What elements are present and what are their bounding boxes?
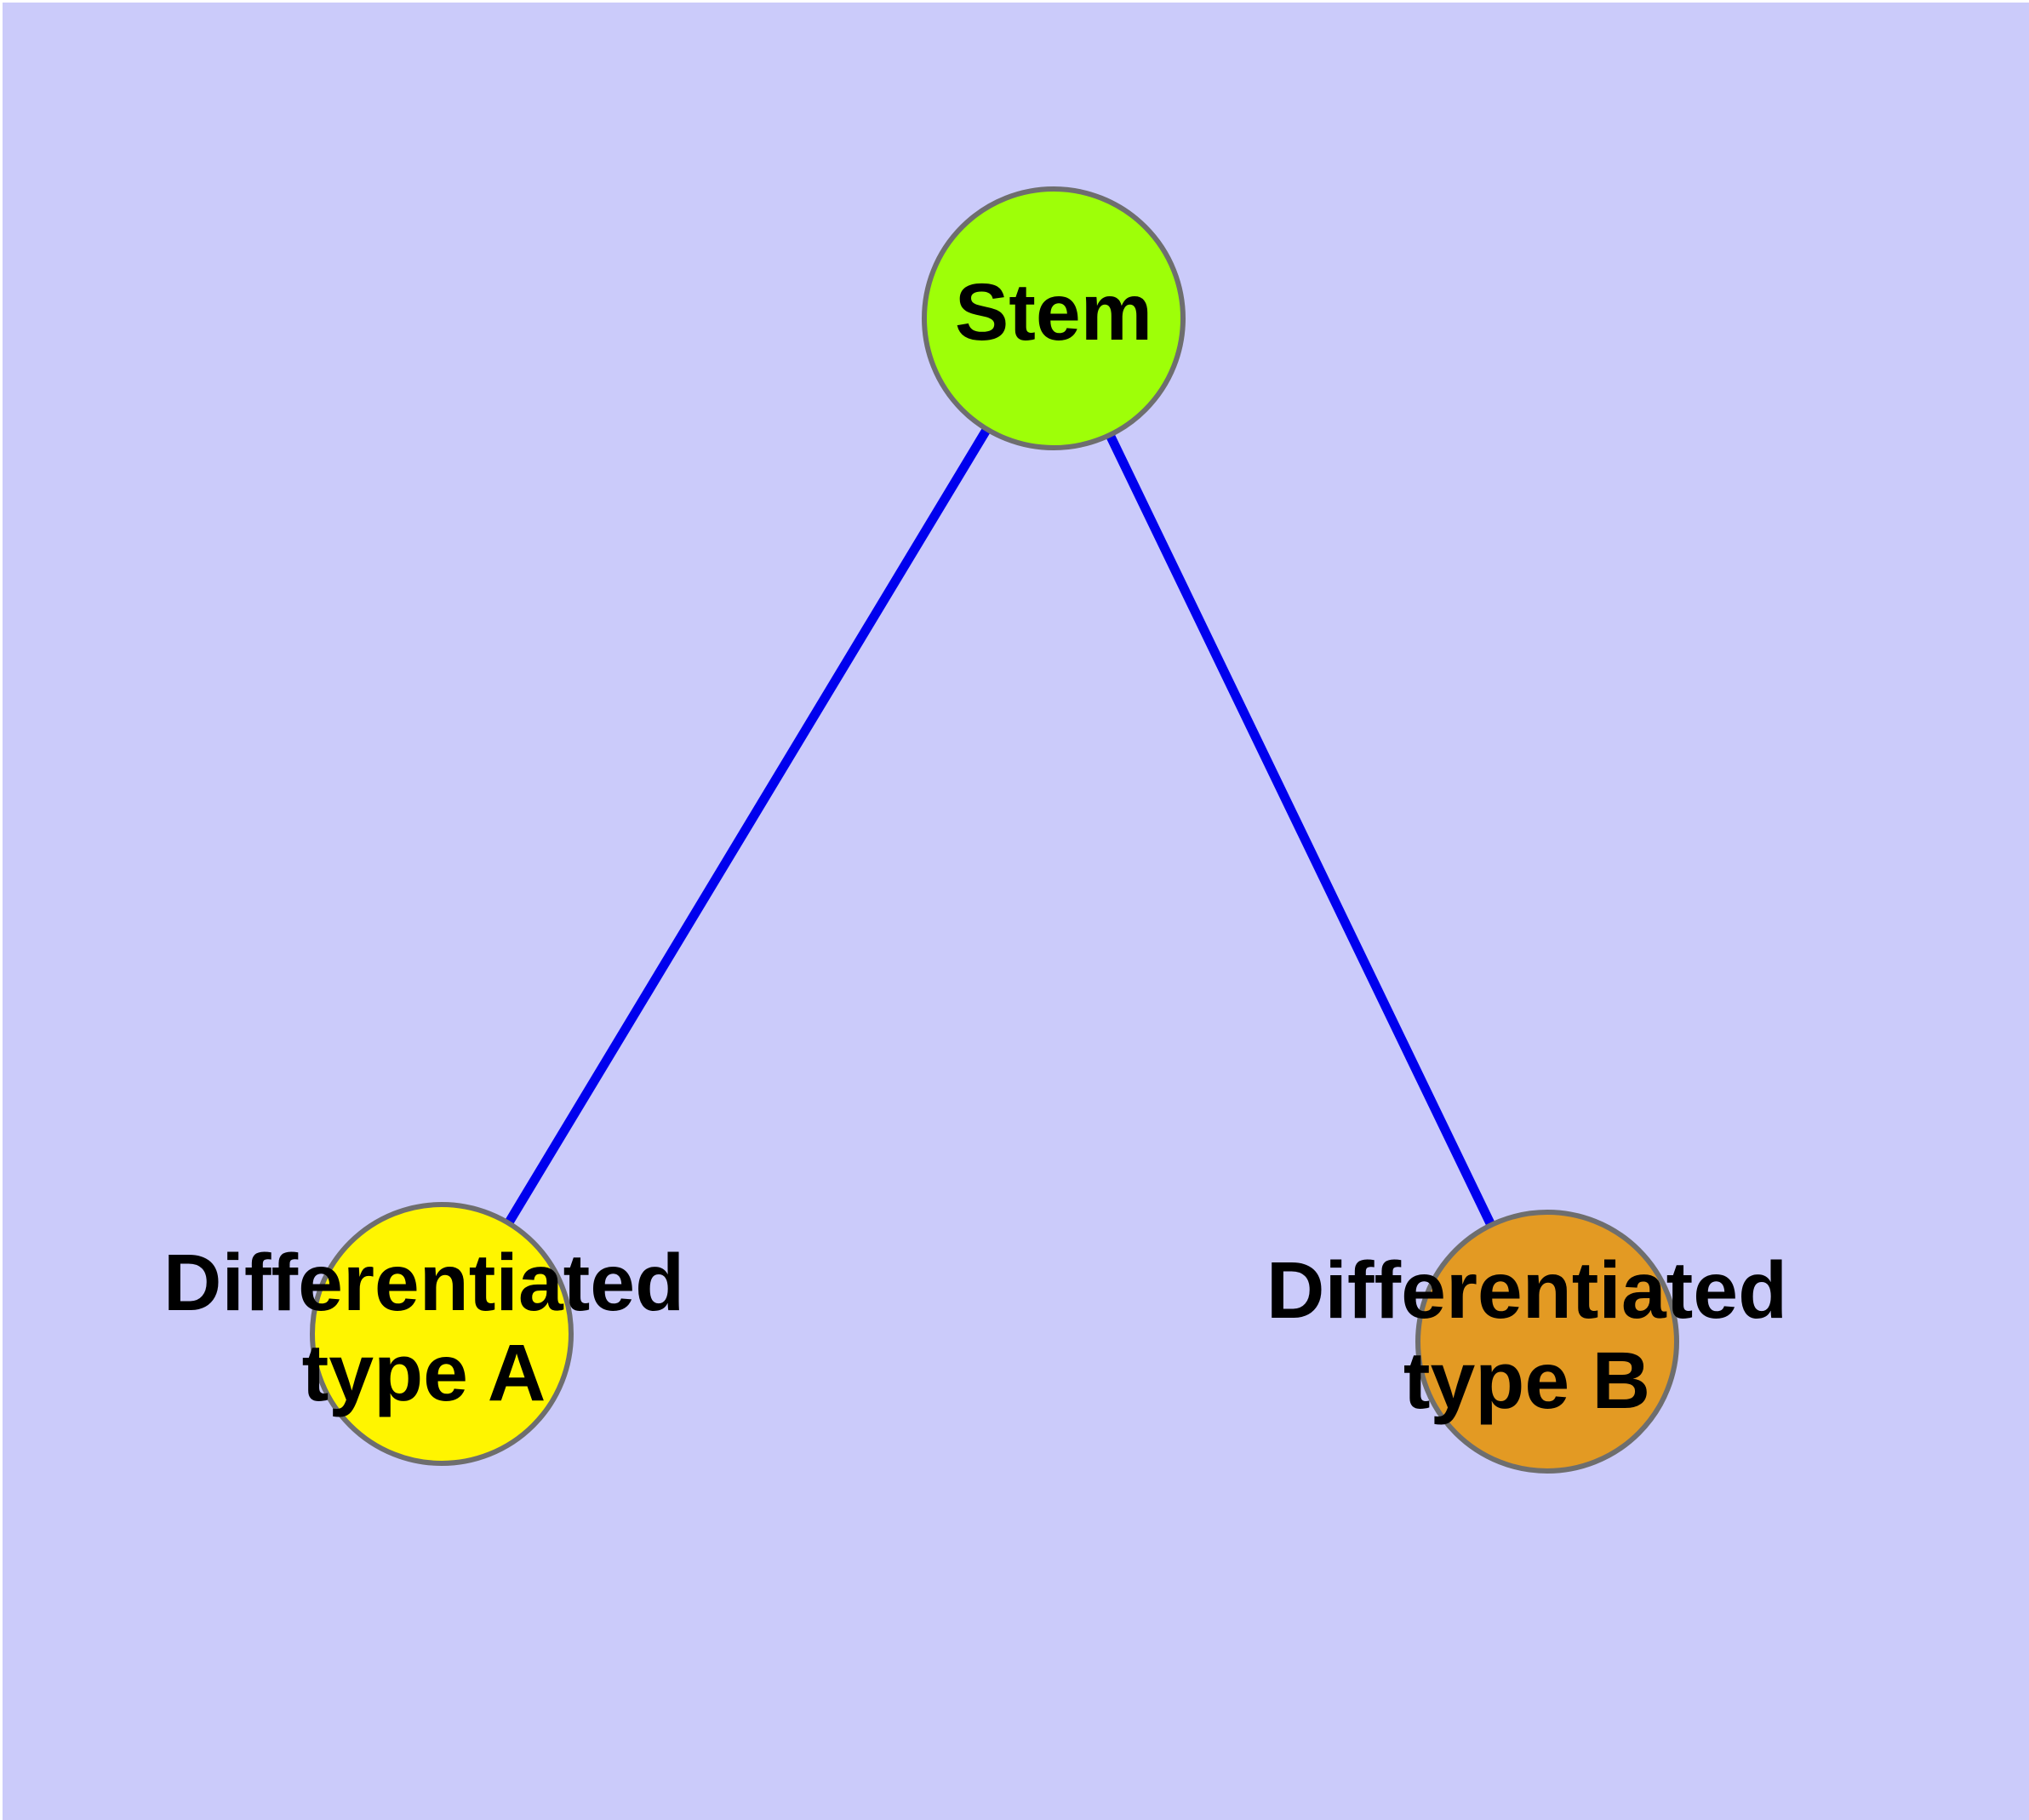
node-diff_b[interactable] [1415,1210,1679,1474]
node-label-line: Differentiated [1266,1245,1787,1336]
node-diff_a[interactable] [310,1202,574,1466]
nodes-layer [310,186,1679,1474]
edges-layer [503,425,1496,1229]
edge-stem-to-diff-a[interactable] [503,425,992,1228]
node-label-line: Stem [955,267,1152,358]
edge-stem-to-diff-b[interactable] [1105,431,1496,1229]
node-label-line: Differentiated [163,1238,684,1328]
node-stem[interactable] [922,186,1186,450]
node-label-line: type B [1403,1336,1650,1426]
node-label-line: type A [302,1328,546,1418]
node-label-stem: Stem [955,267,1152,358]
